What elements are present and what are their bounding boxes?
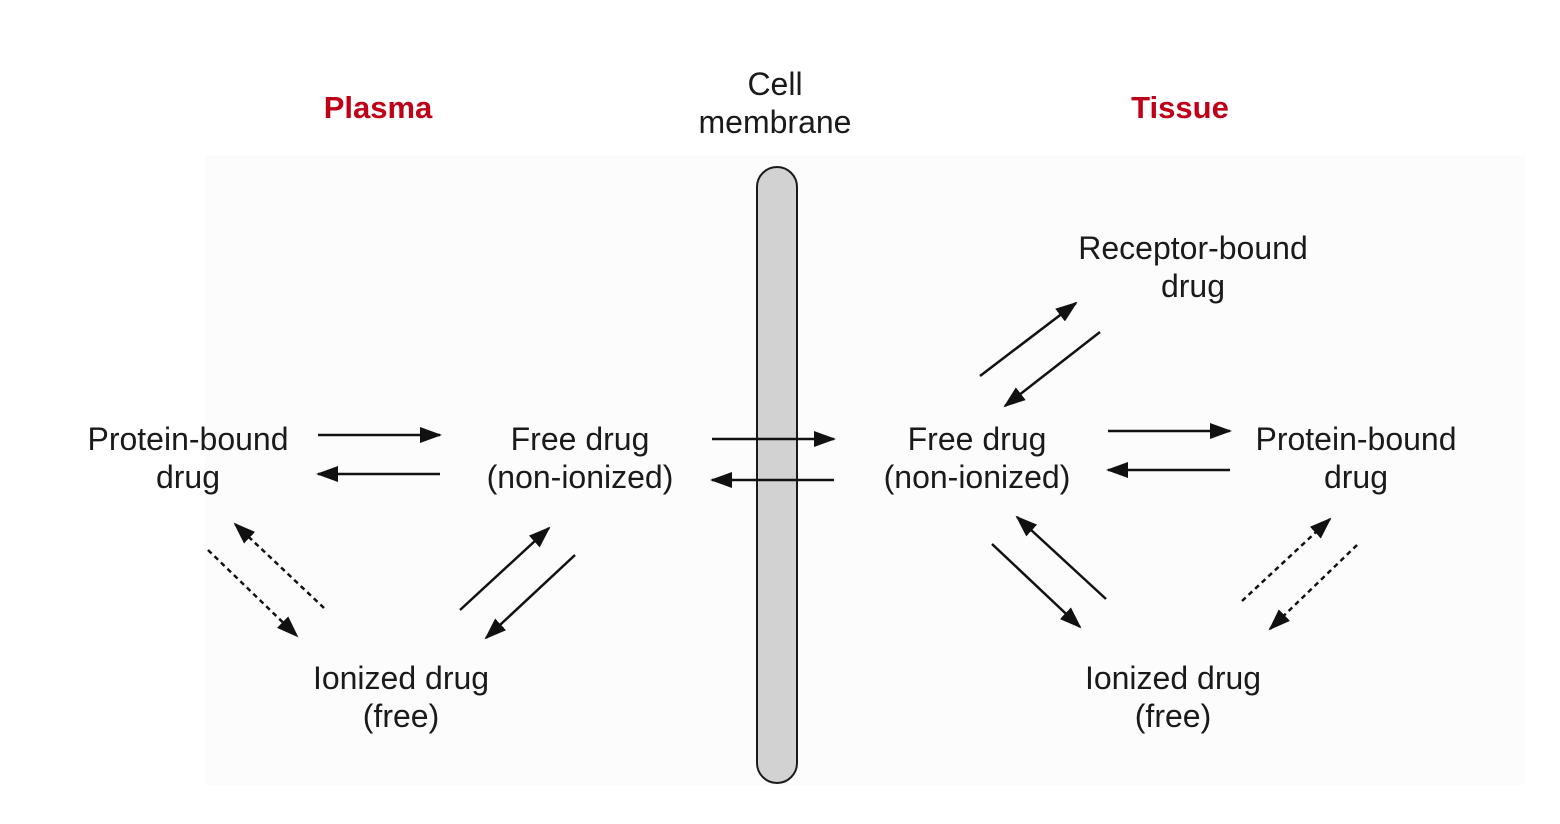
tissue-protein-bound-line2: drug xyxy=(1323,459,1389,495)
plasma-protein-bound-line2: drug xyxy=(155,459,221,495)
cell-membrane-label: Cell membrane xyxy=(675,65,875,141)
arrow-plasma-ionized-to-free xyxy=(459,526,551,611)
plasma-ionized-drug-line1: Ionized drug xyxy=(312,660,490,696)
tissue-ionized-drug-label: Ionized drug (free) xyxy=(1053,659,1293,735)
tissue-protein-bound-line1: Protein-bound xyxy=(1255,421,1457,457)
diagram-background xyxy=(205,155,1525,785)
plasma-free-drug-line1: Free drug xyxy=(510,421,650,457)
cell-membrane-label-line2: membrane xyxy=(698,104,852,140)
tissue-receptor-bound-line1: Receptor-bound xyxy=(1078,230,1308,266)
tissue-free-drug-line1: Free drug xyxy=(907,421,1047,457)
plasma-ionized-drug-label: Ionized drug (free) xyxy=(281,659,521,735)
arrow-tissue-ionized-to-free xyxy=(1015,515,1107,600)
plasma-heading: Plasma xyxy=(323,90,433,125)
arrow-plasma-free-to-ionized xyxy=(484,554,576,640)
tissue-free-drug-label: Free drug (non-ionized) xyxy=(857,420,1097,496)
tissue-receptor-bound-line2: drug xyxy=(1160,268,1226,304)
arrow-tissue-protein-to-ionized xyxy=(1268,544,1358,631)
arrow-tissue-free-to-ionized xyxy=(991,543,1082,629)
arrow-plasma-ionized-to-protein xyxy=(233,522,325,609)
arrow-tissue-free-to-receptor xyxy=(979,301,1078,377)
plasma-protein-bound-label: Protein-bound drug xyxy=(68,420,308,496)
tissue-protein-bound-label: Protein-bound drug xyxy=(1236,420,1476,496)
tissue-ionized-drug-line1: Ionized drug xyxy=(1084,660,1262,696)
plasma-protein-bound-line1: Protein-bound xyxy=(87,421,289,457)
arrow-tissue-ionized-to-protein xyxy=(1241,517,1332,602)
tissue-heading: Tissue xyxy=(1131,90,1229,125)
plasma-free-drug-line2: (non-ionized) xyxy=(486,459,674,495)
arrow-plasma-protein-to-ionized xyxy=(207,549,299,638)
plasma-free-drug-label: Free drug (non-ionized) xyxy=(460,420,700,496)
tissue-receptor-bound-label: Receptor-bound drug xyxy=(1053,229,1333,305)
plasma-ionized-drug-line2: (free) xyxy=(362,698,440,734)
arrow-tissue-receptor-to-free xyxy=(1003,331,1101,408)
cell-membrane-bar xyxy=(756,166,798,784)
tissue-ionized-drug-line2: (free) xyxy=(1134,698,1212,734)
tissue-free-drug-line2: (non-ionized) xyxy=(883,459,1071,495)
cell-membrane-label-line1: Cell xyxy=(747,66,803,102)
